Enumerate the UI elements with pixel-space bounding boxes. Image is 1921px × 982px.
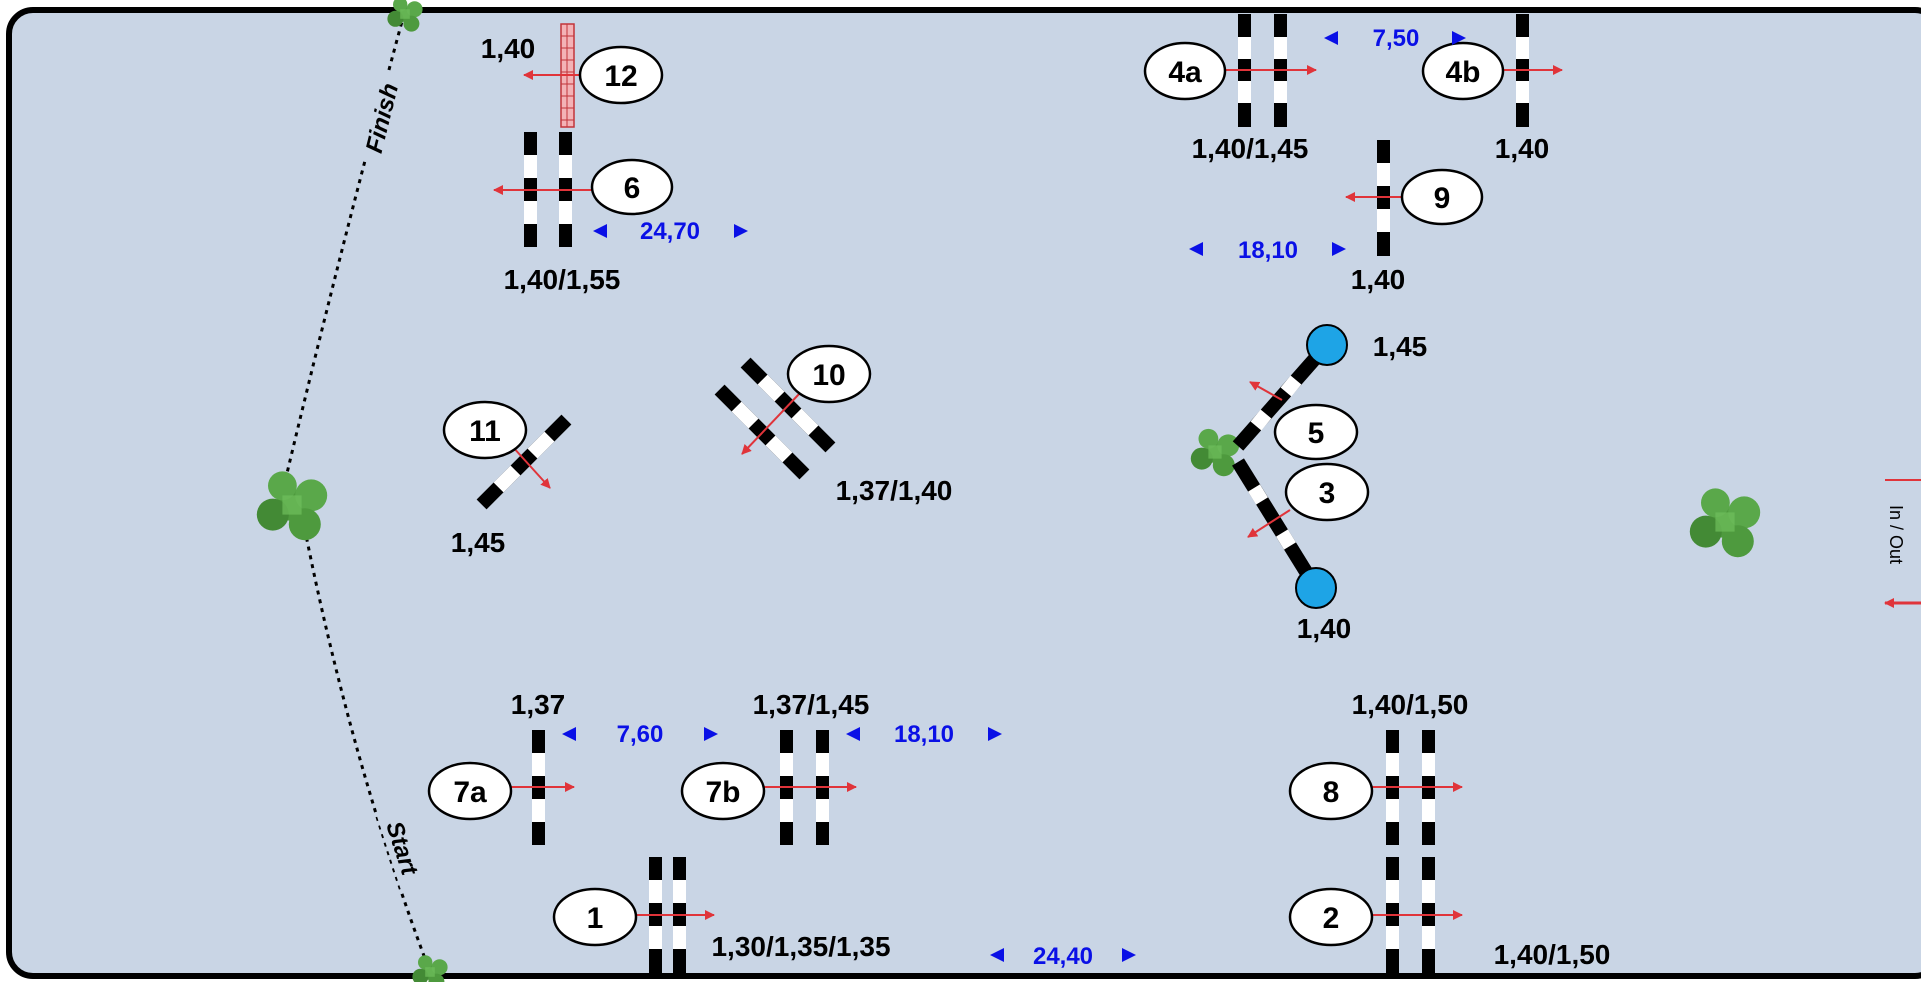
obstacle-number: 11: [469, 415, 501, 448]
obstacle-height: 1,40/1,45: [1192, 133, 1309, 164]
obstacle-number: 4a: [1168, 56, 1202, 89]
obstacle-height: 1,30/1,35/1,35: [711, 931, 890, 962]
obstacle-height: 1,37/1,45: [753, 689, 870, 720]
obstacle-height: 1,37: [511, 689, 566, 720]
obstacle-2: 2 1,40/1,50: [1288, 857, 1611, 974]
distance-24-70: 24,70: [593, 218, 748, 245]
obstacle-1: 1 1,30/1,35/1,35: [552, 857, 891, 974]
obstacle-number: 10: [812, 359, 845, 392]
obstacle-7b: 7b 1,37/1,45: [680, 689, 870, 845]
obstacle-height: 1,37/1,40: [836, 475, 953, 506]
distance-18-10-bottom: 18,10: [846, 721, 1002, 748]
obstacle-5: 5 1,45: [1232, 324, 1428, 461]
distance-label: 7,60: [617, 721, 664, 748]
obstacle-4b: 4b 1,40: [1421, 14, 1563, 164]
arena-ground: [6, 7, 1921, 979]
distance-label: 18,10: [1238, 237, 1298, 264]
obstacle-height: 1,40: [1297, 613, 1352, 644]
obstacle-7a: 7a 1,37: [427, 689, 575, 845]
distance-7-60: 7,60: [562, 721, 718, 748]
distance-24-40: 24,40: [990, 943, 1136, 970]
obstacle-height: 1,45: [1373, 331, 1428, 362]
obstacle-number: 9: [1434, 182, 1451, 215]
obstacle-height: 1,40: [1351, 264, 1406, 295]
distance-label: 18,10: [894, 721, 954, 748]
obstacle-11: 11 1,45: [442, 400, 572, 558]
obstacle-12: 12 1,40: [481, 23, 664, 128]
obstacle-4a: 4a 1,40/1,45: [1143, 14, 1317, 164]
obstacle-number: 2: [1323, 902, 1340, 935]
obstacle-8: 8 1,40/1,50: [1288, 689, 1469, 845]
obstacle-number: 7b: [705, 776, 740, 809]
obstacle-number: 6: [624, 172, 641, 205]
obstacle-number: 5: [1308, 417, 1325, 450]
obstacle-number: 1: [587, 902, 604, 935]
distance-7-50: 7,50: [1324, 25, 1466, 52]
obstacle-height: 1,40/1,55: [504, 264, 621, 295]
obstacle-number: 8: [1323, 776, 1340, 809]
obstacle-height: 1,40/1,50: [1352, 689, 1469, 720]
distance-label: 24,70: [640, 218, 700, 245]
obstacle-number: 12: [604, 60, 637, 93]
obstacle-9: 9 1,40: [1345, 140, 1484, 295]
obstacle-height: 1,40/1,50: [1494, 939, 1611, 970]
distance-label: 7,50: [1373, 25, 1420, 52]
entrance: In / Out: [1884, 479, 1921, 608]
obstacle-3: 3 1,40: [1232, 458, 1370, 644]
obstacle-number: 4b: [1445, 56, 1480, 89]
distance-18-10-top: 18,10: [1189, 237, 1346, 264]
obstacle-6: 6 1,40/1,55: [493, 132, 674, 295]
obstacle-10: 10 1,37/1,40: [714, 344, 953, 506]
obstacle-height: 1,40: [1495, 133, 1550, 164]
entrance-label: In / Out: [1886, 505, 1906, 564]
obstacle-height: 1,40: [481, 33, 536, 64]
obstacle-number: 3: [1319, 477, 1336, 510]
obstacle-number: 7a: [453, 776, 487, 809]
distance-label: 24,40: [1033, 943, 1093, 970]
obstacle-height: 1,45: [451, 527, 506, 558]
